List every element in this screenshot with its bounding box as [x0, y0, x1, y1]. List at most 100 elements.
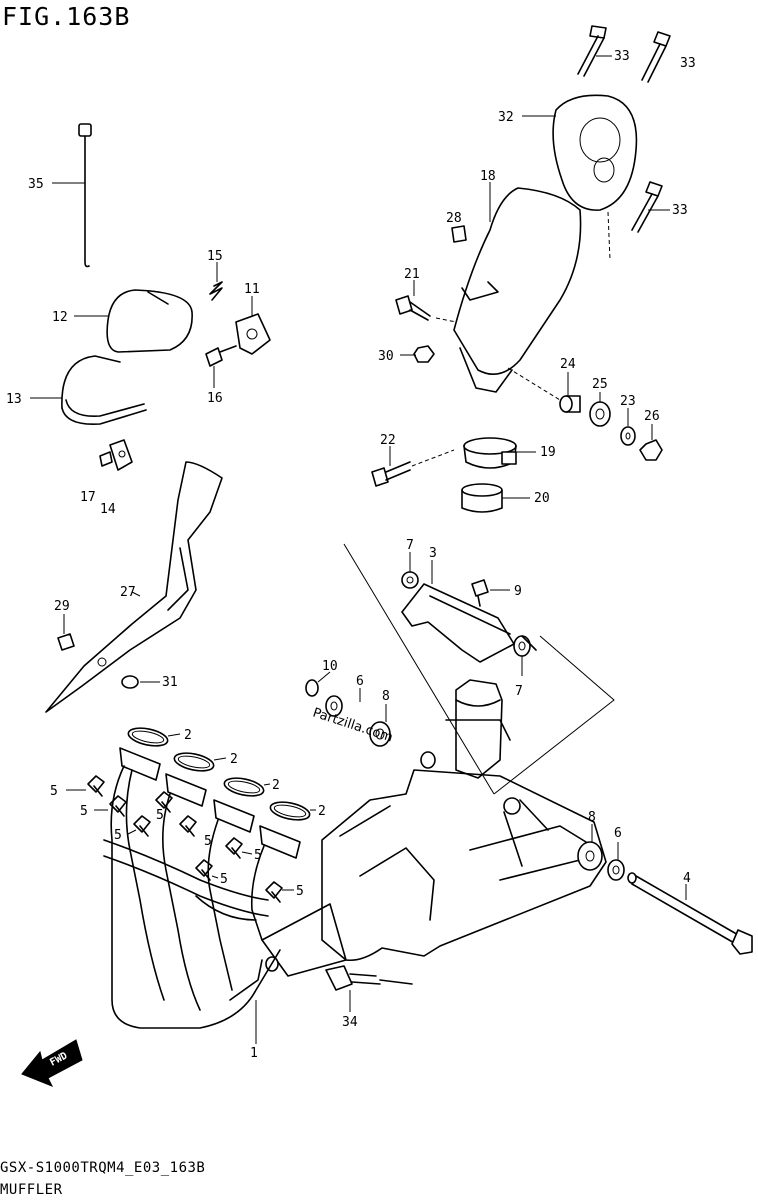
- callout-2c: 2: [272, 778, 280, 793]
- callout-5e: 5: [204, 834, 212, 849]
- bolt-33a-part[interactable]: [577, 25, 607, 77]
- spring-15-part[interactable]: [209, 281, 223, 301]
- bolt-33b-part[interactable]: [641, 31, 671, 83]
- heat-shield-27-part[interactable]: [45, 461, 223, 713]
- wire-13-part[interactable]: [61, 355, 147, 425]
- mount-bracket-3-part[interactable]: [401, 583, 515, 663]
- nut-26-part[interactable]: [639, 439, 663, 461]
- bolt-5c-part[interactable]: [133, 815, 151, 837]
- callout-5b: 5: [80, 804, 88, 819]
- callout-5f: 5: [254, 848, 262, 863]
- washer-7b-part[interactable]: [513, 635, 537, 657]
- grommet-31-part[interactable]: [121, 675, 139, 689]
- callout-16: 16: [207, 391, 223, 406]
- gasket-2d-part[interactable]: [269, 799, 311, 823]
- callout-20: 20: [534, 491, 550, 506]
- bolt-5b-part[interactable]: [109, 795, 127, 817]
- callout-25: 25: [592, 377, 608, 392]
- callout-26: 26: [644, 409, 660, 424]
- rubber-25-part[interactable]: [589, 401, 611, 427]
- rear-mount-part[interactable]: [503, 797, 549, 867]
- figure-title: FIG.163B: [2, 2, 131, 31]
- bolt-22-part[interactable]: [371, 461, 411, 487]
- exhaust-pipe-assembly-1-part[interactable]: [103, 747, 301, 1029]
- callout-1: 1: [250, 1046, 258, 1061]
- callout-4: 4: [683, 871, 691, 886]
- callout-15: 15: [207, 249, 223, 264]
- collar-10-part[interactable]: [305, 679, 319, 697]
- rubber-8b-part[interactable]: [577, 841, 603, 871]
- gasket-2a-part[interactable]: [127, 725, 169, 749]
- bracket-14-part[interactable]: [109, 439, 133, 471]
- bolt-16-part[interactable]: [205, 345, 237, 367]
- collar-front-part[interactable]: [420, 751, 436, 769]
- callout-32: 32: [498, 110, 514, 125]
- callout-34: 34: [342, 1015, 358, 1030]
- bolt-29-part[interactable]: [57, 633, 75, 651]
- catalyst-chamber-part[interactable]: [321, 679, 607, 962]
- clamp-19-part[interactable]: [463, 437, 517, 469]
- callout-29: 29: [54, 599, 70, 614]
- bolt-33c-part[interactable]: [631, 181, 663, 233]
- callout-19: 19: [540, 445, 556, 460]
- callout-5h: 5: [296, 884, 304, 899]
- callout-5g: 5: [220, 872, 228, 887]
- bolt-21-part[interactable]: [395, 295, 431, 321]
- nut-30-part[interactable]: [413, 345, 435, 363]
- callout-17: 17: [80, 490, 96, 505]
- sensor-bracket-11-part[interactable]: [235, 313, 271, 355]
- callout-14: 14: [100, 502, 116, 517]
- bolt-5d-part[interactable]: [155, 791, 173, 813]
- callout-30: 30: [378, 349, 394, 364]
- bolt-5e-part[interactable]: [179, 815, 197, 837]
- callout-2d: 2: [318, 804, 326, 819]
- washer-7a-part[interactable]: [401, 571, 419, 589]
- washer-6a-part[interactable]: [325, 695, 343, 717]
- washer-6b-part[interactable]: [607, 859, 625, 881]
- callout-5d: 5: [156, 808, 164, 823]
- callout-2b: 2: [230, 752, 238, 767]
- muffler-end-cap-32-part[interactable]: [552, 94, 638, 211]
- gasket-2b-part[interactable]: [173, 750, 215, 774]
- gasket-20-part[interactable]: [461, 483, 503, 513]
- callout-7a: 7: [406, 538, 414, 553]
- callout-21: 21: [404, 267, 420, 282]
- callout-28: 28: [446, 211, 462, 226]
- callout-5a: 5: [50, 784, 58, 799]
- callout-2a: 2: [184, 728, 192, 743]
- diagram-name: MUFFLER: [0, 1182, 63, 1198]
- bolt-5f-part[interactable]: [225, 837, 243, 859]
- bolt-17-part[interactable]: [99, 451, 113, 467]
- callout-9: 9: [514, 584, 522, 599]
- silencer-18-part[interactable]: [453, 187, 582, 393]
- callout-33b: 33: [680, 56, 696, 71]
- bolt-9-part[interactable]: [471, 579, 489, 607]
- connector-pipe-part[interactable]: [261, 903, 347, 977]
- wire-12-part[interactable]: [106, 289, 193, 353]
- callout-10: 10: [322, 659, 338, 674]
- callout-7b: 7: [515, 684, 523, 699]
- gasket-2c-part[interactable]: [223, 775, 265, 799]
- callout-3: 3: [429, 546, 437, 561]
- rubber-28-part[interactable]: [451, 225, 467, 243]
- bolt-5g-part[interactable]: [195, 859, 213, 881]
- bolt-4-part[interactable]: [627, 872, 753, 955]
- callout-6b: 6: [614, 826, 622, 841]
- collar-24-part[interactable]: [559, 395, 581, 413]
- callout-5c: 5: [114, 828, 122, 843]
- callout-labels: 1 2 2 2 2 3 4 5 5 5 5 5 5 5 5 6 6 7 7 8 …: [6, 49, 696, 1061]
- callout-35: 35: [28, 177, 44, 192]
- rubber-8a-part[interactable]: [369, 721, 391, 747]
- callout-6a: 6: [356, 674, 364, 689]
- callout-11: 11: [244, 282, 260, 297]
- o2-sensor-34-part[interactable]: [325, 965, 413, 991]
- callout-18: 18: [480, 169, 496, 184]
- callout-33a: 33: [614, 49, 630, 64]
- washer-23-part[interactable]: [620, 426, 636, 446]
- fwd-arrow-icon: FWD: [21, 1039, 83, 1087]
- bolt-5h-part[interactable]: [265, 881, 283, 903]
- bolt-5a-part[interactable]: [87, 775, 105, 797]
- callout-12: 12: [52, 310, 68, 325]
- cable-tie-part[interactable]: [78, 123, 92, 268]
